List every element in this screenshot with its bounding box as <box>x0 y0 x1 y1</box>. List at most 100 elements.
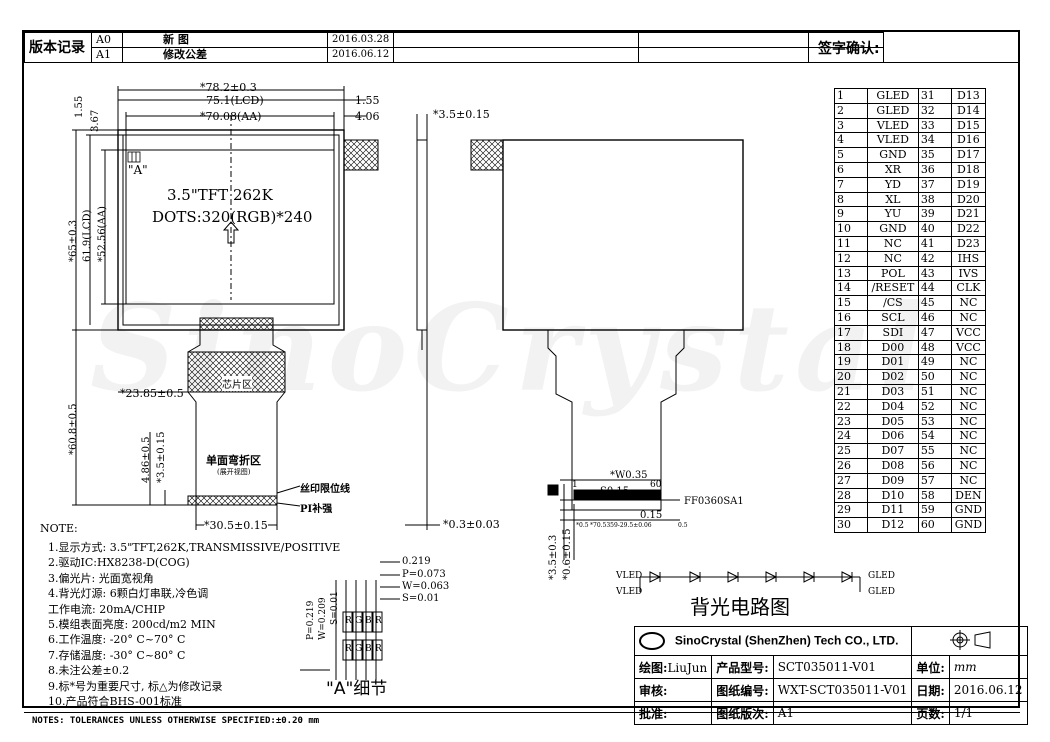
pin-number: 44 <box>917 280 952 297</box>
pin-signal: D16 <box>950 132 987 149</box>
pin-signal: D19 <box>950 176 987 193</box>
fpc-small-dim-1: *0.5 <box>576 522 589 529</box>
pin-signal: NC <box>950 413 987 430</box>
pin-signal: NC <box>950 369 987 385</box>
pin-number: 36 <box>917 161 952 178</box>
pin-signal: VCC <box>950 324 987 341</box>
dim-lcd-height: 61.9(LCD) <box>82 209 93 262</box>
pin-number: 23 <box>834 413 868 430</box>
pin-number: 3 <box>834 117 868 134</box>
drawing-no-value: WXT-SCT035011-V01 <box>772 678 913 702</box>
pin-signal: D07 <box>867 443 919 459</box>
pin-number: 40 <box>917 221 952 237</box>
pin-number: 14 <box>834 280 868 297</box>
pin-signal: IVS <box>950 265 987 282</box>
signature-label: 签字确认: <box>818 41 880 57</box>
pin-signal: YD <box>867 176 919 193</box>
pin-signal: CLK <box>950 280 987 297</box>
dim-fpc-width: *30.5±0.15 <box>204 519 268 532</box>
pin-number: 54 <box>917 428 952 445</box>
watermark: SinoCrystal <box>90 278 931 419</box>
fpc-small-dim-2: *70.5359-29.5±0.06 <box>590 522 652 529</box>
pin-number: 57 <box>917 472 952 489</box>
fpc-left-dim-2: *0.6±0.15 <box>562 528 573 580</box>
dim-overall-width: *78.2±0.3 <box>200 81 257 94</box>
backlight-title: 背光电路图 <box>690 595 790 619</box>
pin-number: 4 <box>834 132 868 149</box>
pi-label: PI补强 <box>300 504 333 515</box>
pin-number: 24 <box>834 428 868 445</box>
pin-signal: NC <box>950 383 987 400</box>
pin-signal: D11 <box>867 502 919 519</box>
pin-number: 39 <box>917 206 952 223</box>
bend-area-sub: (展开视图) <box>217 468 251 476</box>
drawing-frame <box>22 30 1020 708</box>
pixel-g: G <box>355 616 363 626</box>
pin-number: 2 <box>834 102 868 119</box>
pin-signal: NC <box>950 457 987 474</box>
vled-label-2: VLED <box>616 587 643 597</box>
projection-symbol <box>911 626 1028 656</box>
pin-number: 34 <box>917 132 952 149</box>
note-item: 工作电流: 20mA/CHIP <box>48 602 166 616</box>
pin-signal: D21 <box>950 206 987 223</box>
gled-label-1: GLED <box>868 571 895 581</box>
note-item: 7.存储温度: -30° C~80° C <box>48 648 186 662</box>
pin-signal: NC <box>867 235 919 252</box>
model-label: 产品型号: <box>711 655 774 679</box>
dim-module-height: *65±0.3 <box>68 219 79 262</box>
projection-icon <box>949 629 990 650</box>
pin-signal: VCC <box>950 339 987 356</box>
pin-signal: VLED <box>867 117 919 134</box>
note-item: 9.标*号为重要尺寸, 标△为修改记录 <box>48 679 223 693</box>
fpc-part-label: FF0360SA1 <box>684 496 744 507</box>
detail-a-dim-1: P=0.073 <box>402 569 446 580</box>
pin-signal: YU <box>867 206 919 223</box>
pin-number: 42 <box>917 250 952 267</box>
detail-a-marker: "A" <box>128 163 148 177</box>
note-item: 5.模组表面亮度: 200cd/m2 MIN <box>48 618 216 631</box>
company-logo <box>639 632 665 650</box>
pin-number: 5 <box>834 147 868 163</box>
pin-signal: GND <box>950 517 987 533</box>
pin-signal: SCL <box>867 309 919 326</box>
pin-signal: D17 <box>950 147 987 163</box>
pixel-r2: R <box>375 616 382 626</box>
date-value: 2016.06.12 <box>948 678 1028 702</box>
detail-a-left-1: W=0.209 <box>318 597 328 640</box>
pin-signal: GLED <box>867 88 919 104</box>
pin-number: 58 <box>917 487 952 504</box>
pin-number: 11 <box>834 235 868 252</box>
pin-number: 37 <box>917 176 952 193</box>
dim-aa-width: *70.08(AA) <box>200 110 262 123</box>
pin-number: 52 <box>917 398 952 415</box>
pin-number: 41 <box>917 235 952 252</box>
note-item: 8.未注公差±0.2 <box>48 664 130 678</box>
pin-signal: /RESET <box>867 280 919 297</box>
pin-number: 21 <box>834 383 868 400</box>
pin-signal: GND <box>950 502 987 519</box>
pin-signal: D03 <box>867 383 919 400</box>
pin-number: 12 <box>834 250 868 267</box>
pin-number: 38 <box>917 191 952 208</box>
gled-label-2: GLED <box>868 587 895 597</box>
detail-a-left-0: P=0.219 <box>306 600 316 640</box>
pin-signal: D12 <box>867 517 919 533</box>
pin-signal: NC <box>950 428 987 445</box>
dim-total-height: *60.8±0.5 <box>68 403 79 455</box>
pin-number: 50 <box>917 369 952 385</box>
pin-signal: /CS <box>867 295 919 311</box>
